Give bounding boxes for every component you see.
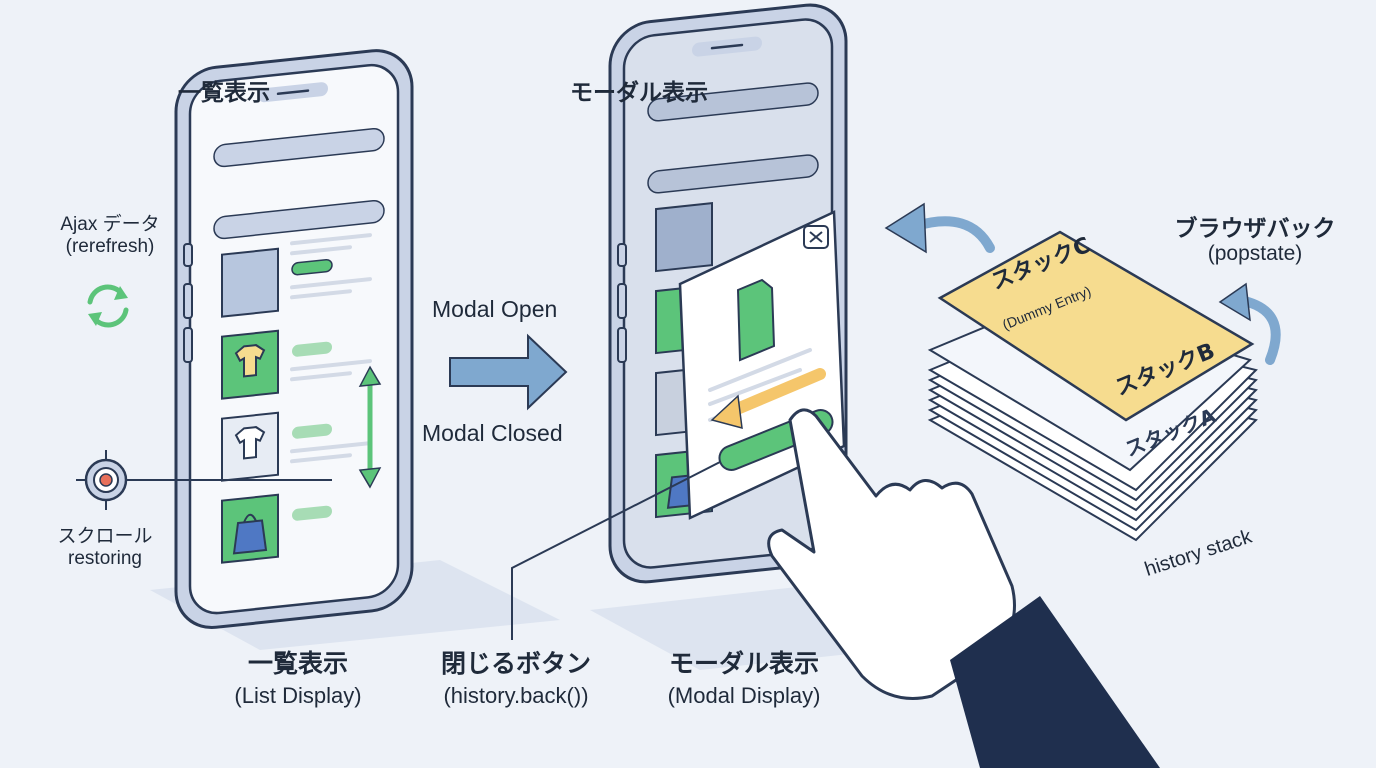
stack-c-card [937,230,1255,422]
transition-arrow [449,333,568,411]
close-icon[interactable] [803,225,829,249]
modal-open-label: Modal Open [432,296,558,322]
history-stack [927,230,1258,542]
bottom-close-caption: 閉じるボタン (history.back()) [408,649,624,708]
list-title: 一覧表示 [178,80,270,106]
bottom-list-en: (List Display) [234,682,362,708]
ajax-label-line1: Ajax データ [60,214,160,235]
bottom-modal-jp: モーダル表示 [668,649,819,678]
ajax-label-line2: (rerefresh) [65,235,155,257]
back-arrow-icon [710,368,826,430]
ajax-label: Ajax データ (rerefresh) [40,214,180,258]
browser-back-line1: ブラウザバック [1174,216,1336,242]
bottom-modal-en: (Modal Display) [667,682,821,708]
modal-title: モーダル表示 [570,80,708,106]
target-icon [76,450,332,510]
list-phone [150,49,560,650]
scroll-label-line1: スクロール [57,525,153,547]
document-icon [736,278,776,362]
browser-back-label: ブラウザバック (popstate) [1160,216,1350,267]
bottom-close-en: (history.back()) [443,682,589,708]
scroll-label-line2: restoring [68,547,142,569]
refresh-icon [87,284,129,328]
bottom-modal-caption: モーダル表示 (Modal Display) [636,649,852,708]
hand-pointer-icon [767,408,1160,768]
bottom-close-jp: 閉じるボタン [440,649,591,678]
modal-closed-label: Modal Closed [422,420,563,446]
bottom-list-jp: 一覧表示 [247,649,348,678]
bottom-list-caption: 一覧表示 (List Display) [198,649,398,708]
browser-back-line2: (popstate) [1207,242,1303,266]
scroll-label: スクロール restoring [40,525,170,570]
back-arrow-icon [884,202,1281,365]
